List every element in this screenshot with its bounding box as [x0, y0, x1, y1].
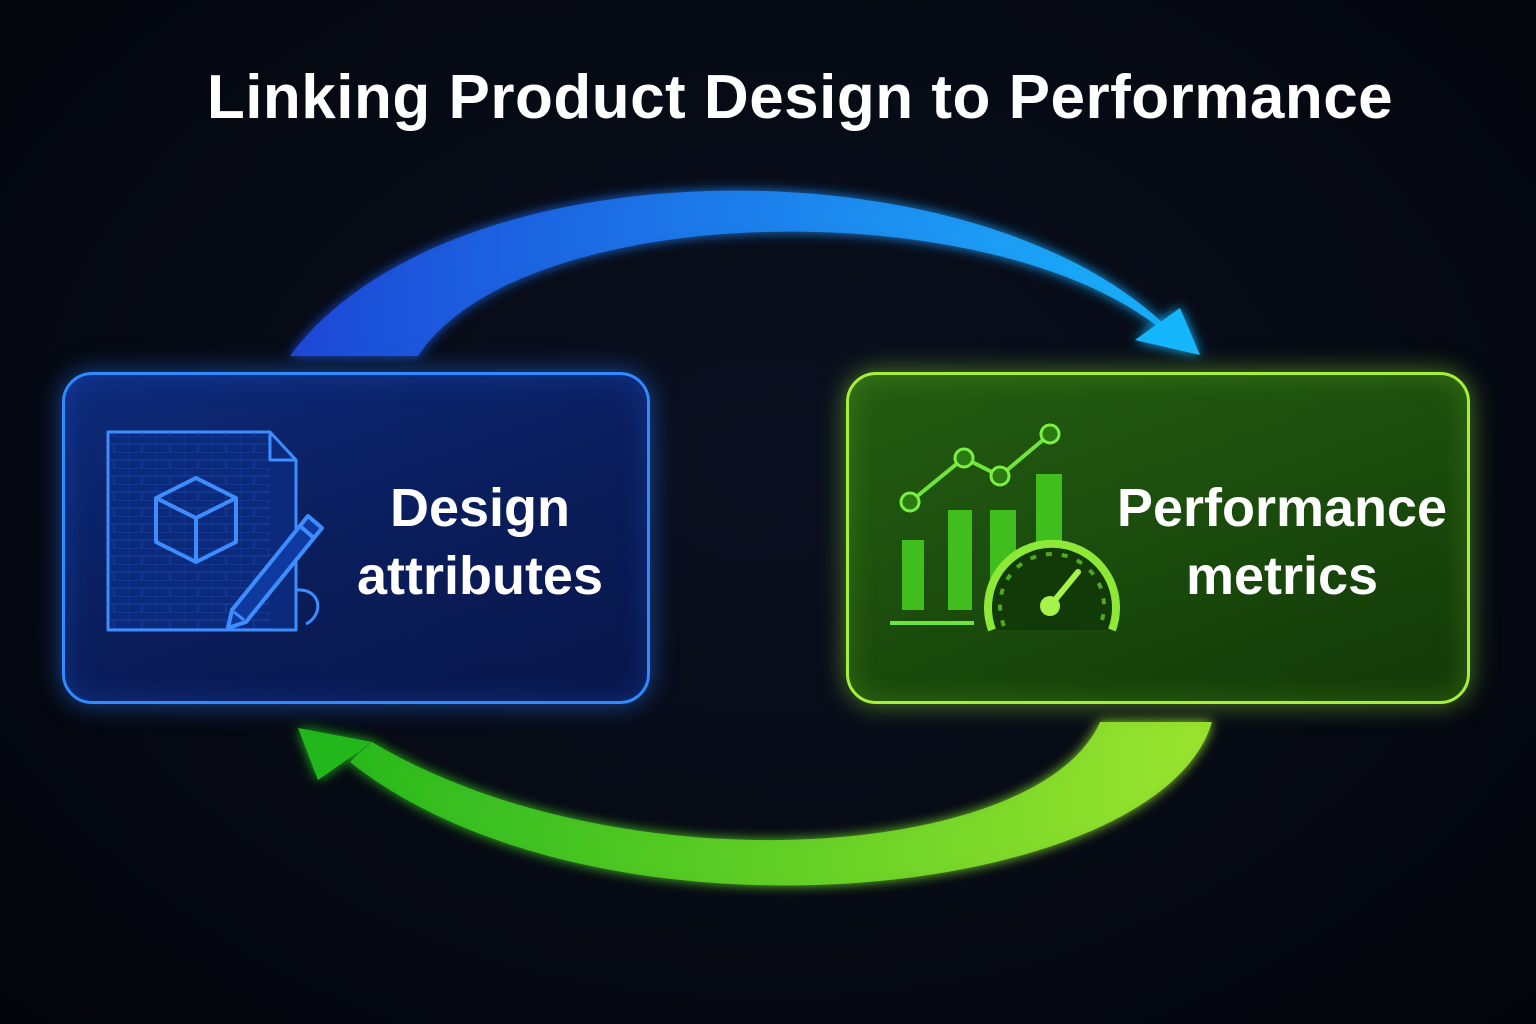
bar-chart-speedometer-icon: [890, 423, 1120, 632]
design-label-line1: Design: [389, 478, 571, 538]
blueprint-cube-pencil-icon: [106, 430, 324, 632]
arrow-design-to-performance: [290, 190, 1200, 356]
arrow-performance-to-design: [298, 722, 1212, 886]
performance-label-line2: metrics: [1185, 546, 1379, 606]
design-label-line2: attributes: [356, 546, 604, 606]
design-attributes-label: Design attributes: [270, 474, 690, 610]
diagram-title: Linking Product Design to Performance: [206, 63, 1394, 132]
performance-label-line1: Performance: [1116, 478, 1448, 538]
performance-metrics-label: Performance metrics: [1102, 474, 1462, 610]
design-attributes-node: [62, 372, 650, 704]
